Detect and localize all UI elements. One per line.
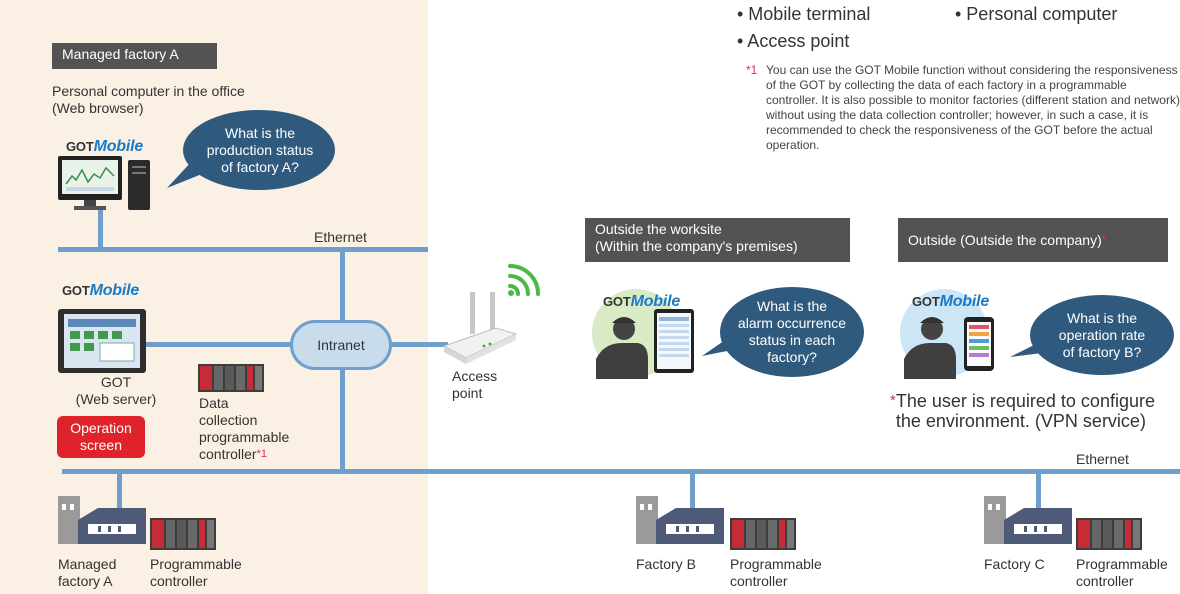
intranet-cloud: Intranet [290, 320, 392, 370]
ethernet-bottom-label: Ethernet [1076, 451, 1129, 467]
pc-question-text: What is the production status of factory… [206, 124, 314, 175]
bullet-personal-computer: • Personal computer [955, 4, 1118, 24]
factory-b-controller-label: Programmable controller [730, 556, 822, 589]
vpn-footnote: *The user is required to configure the e… [890, 391, 1155, 431]
access-point-label: Access point [452, 368, 498, 401]
outside-question-text: What is the operation rate of factory B? [1058, 309, 1146, 360]
note-marker: *1 [746, 63, 758, 77]
managed-factory-area [0, 0, 428, 594]
data-collection-label: Data collection programmable controller*… [199, 395, 290, 462]
got-label: GOT (Web server) [75, 374, 157, 407]
outside-question-bubble: What is the operation rate of factory B? [1008, 293, 1176, 377]
factory-b-label: Factory B [636, 556, 696, 572]
bullet-mobile-terminal: • Mobile terminal [737, 4, 871, 24]
factory-c-controller-label: Programmable controller [1076, 556, 1168, 589]
operation-screen-button[interactable]: Operation screen [57, 416, 145, 458]
got-mobile-logo: GOTMobile [603, 293, 681, 310]
ethernet-top-label: Ethernet [314, 229, 367, 245]
got-mobile-logo: GOTMobile [66, 138, 144, 155]
got-panel-icon [58, 309, 146, 373]
factory-a-controller-label: Programmable controller [150, 556, 242, 589]
data-collection-controller-icon [198, 358, 264, 394]
worksite-question-bubble: What is the alarm occurrence status in e… [700, 286, 865, 378]
bullet-access-point: • Access point [737, 31, 850, 51]
access-point-link-line [392, 342, 448, 347]
outside-user-icon [898, 287, 1008, 382]
got-mobile-logo: GOTMobile [912, 293, 990, 310]
pc-label: Personal computer in the office (Web bro… [52, 83, 245, 116]
worksite-question-text: What is the alarm occurrence status in e… [737, 298, 847, 365]
factory-a-label: Managed factory A [58, 556, 117, 589]
got-mobile-logo: GOTMobile [62, 282, 140, 299]
factory-b-controller-icon [730, 516, 796, 550]
note-text: You can use the GOT Mobile function with… [766, 63, 1180, 152]
factory-a-drop-line [117, 472, 122, 510]
factory-c-drop-line [1036, 472, 1041, 510]
pc-drop-line [98, 210, 103, 250]
outside-label: Outside (Outside the company)* [898, 218, 1168, 262]
managed-factory-label: Managed factory A [52, 43, 217, 69]
factory-c-label: Factory C [984, 556, 1045, 572]
factory-a-controller-icon [150, 516, 216, 550]
personal-computer-icon [58, 154, 150, 214]
got-link-line [146, 342, 292, 347]
worksite-user-icon [590, 287, 700, 382]
pc-question-bubble: What is the production status of factory… [165, 110, 335, 192]
factory-c-controller-icon [1076, 516, 1142, 550]
factory-c-icon [984, 490, 1072, 546]
factory-a-icon [58, 490, 146, 546]
factory-b-icon [636, 490, 724, 546]
ethernet-bottom-line [62, 469, 1180, 474]
factory-b-drop-line [690, 472, 695, 510]
ethernet-top-line [58, 247, 428, 252]
access-point-icon [442, 262, 544, 366]
worksite-label: Outside the worksite (Within the company… [585, 218, 850, 262]
